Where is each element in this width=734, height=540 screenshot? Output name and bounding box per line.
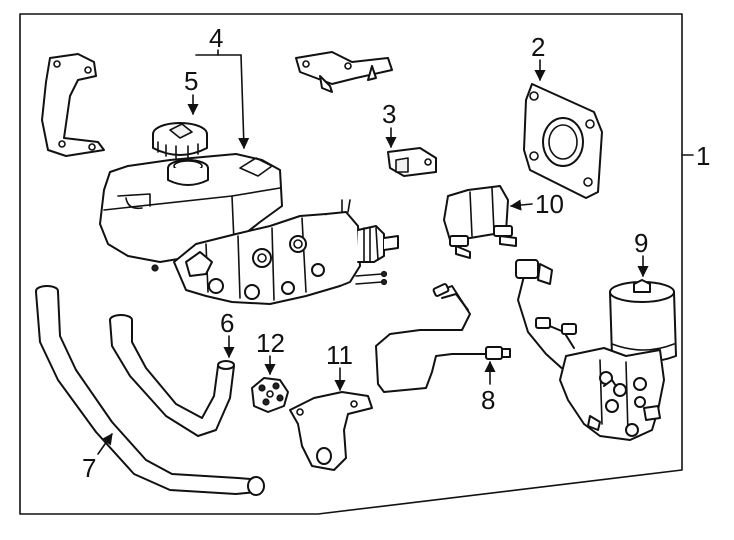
upper-bracket-left bbox=[41, 53, 105, 157]
callout-8: 8 bbox=[481, 385, 495, 415]
small-bracket bbox=[387, 147, 437, 177]
callout-5: 5 bbox=[184, 66, 198, 96]
abs-actuator bbox=[515, 259, 677, 441]
brake-lines bbox=[375, 283, 511, 393]
gasket-plate bbox=[523, 83, 603, 199]
callout-11: 11 bbox=[326, 340, 353, 370]
grommet bbox=[251, 377, 289, 413]
upper-bracket-middle bbox=[295, 51, 393, 93]
callout-1: 1 bbox=[696, 141, 710, 171]
callout-3: 3 bbox=[382, 99, 396, 129]
short-hose bbox=[109, 314, 235, 437]
mounting-bracket-studs bbox=[443, 185, 517, 259]
callout-leaders bbox=[97, 49, 649, 455]
callout-labels: 1 2 3 4 5 6 7 8 9 10 11 12 bbox=[82, 23, 710, 483]
reservoir-cap bbox=[152, 122, 208, 159]
callout-9: 9 bbox=[634, 228, 648, 258]
callout-10: 10 bbox=[535, 189, 564, 219]
callout-6: 6 bbox=[220, 308, 234, 338]
callout-12: 12 bbox=[256, 328, 285, 358]
master-cylinder-assembly bbox=[99, 153, 399, 305]
assembly-frame bbox=[19, 13, 683, 515]
callout-2: 2 bbox=[531, 32, 545, 62]
lower-bracket bbox=[289, 391, 373, 471]
long-hose bbox=[35, 285, 265, 496]
callout-4: 4 bbox=[209, 23, 223, 53]
callout-7: 7 bbox=[82, 453, 96, 483]
